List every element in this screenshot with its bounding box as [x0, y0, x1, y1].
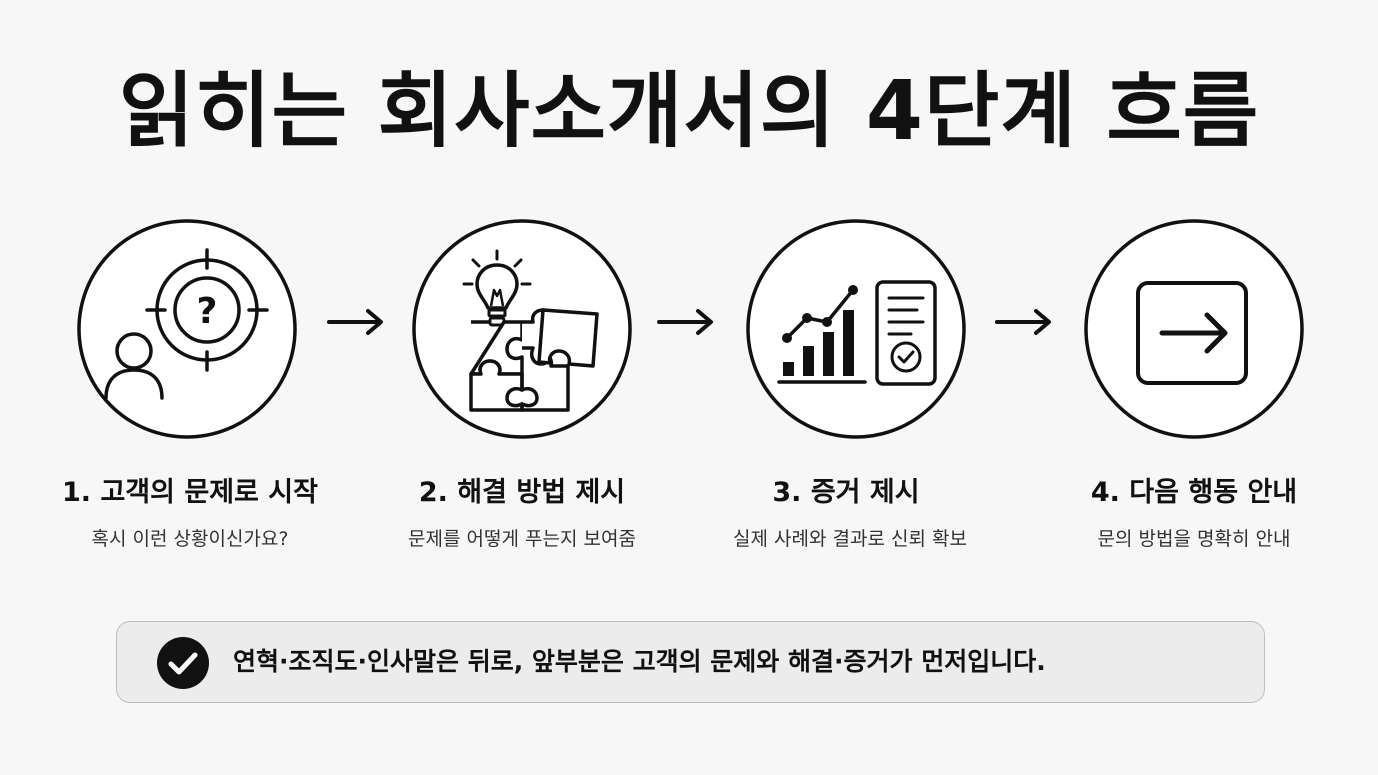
step-3-title: 3. 증거 제시 — [772, 477, 920, 508]
page-title: 읽히는 회사소개서의 4단계 흐름 — [118, 64, 1260, 159]
flow-arrow-icon — [656, 307, 716, 337]
step-4-title: 4. 다음 행동 안내 — [1090, 477, 1298, 508]
step-2-desc: 문제를 어떻게 푸는지 보여줌 — [408, 528, 636, 550]
step-1-title: 1. 고객의 문제로 시작 — [62, 477, 318, 508]
step-4-desc: 문의 방법을 명확히 안내 — [1097, 528, 1291, 550]
check-circle-icon — [157, 637, 209, 689]
flow-arrow-icon — [994, 307, 1054, 337]
step-2-title: 2. 해결 방법 제시 — [418, 477, 626, 508]
arrow-box-icon — [1083, 218, 1305, 440]
summary-note-text: 연혁·조직도·인사말은 뒤로, 앞부분은 고객의 문제와 해결·증거가 먼저입니… — [233, 647, 1046, 676]
summary-note: 연혁·조직도·인사말은 뒤로, 앞부분은 고객의 문제와 해결·증거가 먼저입니… — [116, 621, 1265, 703]
lightbulb-puzzle-icon — [411, 218, 633, 440]
chart-report-icon — [745, 218, 967, 440]
step-1-desc: 혹시 이런 상황이신가요? — [91, 528, 289, 550]
flow-arrow-icon — [326, 307, 386, 337]
svg-text:?: ? — [197, 291, 218, 332]
customer-problem-target-icon: ? — [76, 218, 298, 440]
step-3-desc: 실제 사례와 결과로 신뢰 확보 — [733, 528, 967, 550]
